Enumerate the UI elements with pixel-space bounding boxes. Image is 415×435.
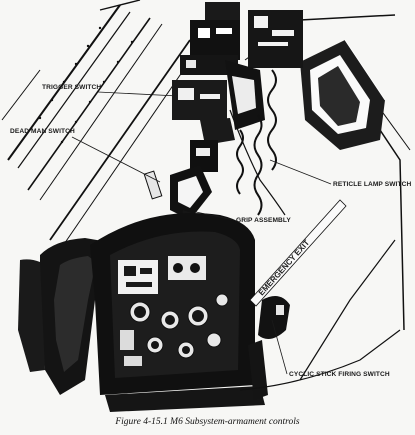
label-cyclic-stick-firing-switch: CYCLIC STICK FIRING SWITCH — [289, 371, 390, 378]
leader-dead-man-switch — [71, 136, 161, 183]
overhead-panel — [300, 39, 386, 150]
figure-caption: Figure 4-15.1 M6 Subsystem-armament cont… — [115, 417, 300, 427]
cyclic-stick — [248, 296, 290, 400]
leader-trigger-switch — [97, 91, 179, 97]
instrument-console — [90, 213, 265, 412]
label-reticle-lamp-switch: RETICLE LAMP SWITCH — [333, 181, 411, 188]
frame-rivets — [38, 26, 134, 144]
emergency-exit-strip: EMERGENCY EXIT — [249, 199, 347, 307]
emergency-exit-stencil: EMERGENCY EXIT — [257, 238, 312, 297]
leader-cyclic-stick-firing-switch — [271, 319, 288, 375]
label-trigger-switch: TRIGGER SWITCH — [42, 84, 101, 91]
label-grip-assembly: GRIP ASSEMBLY — [236, 217, 291, 224]
coiled-cables — [229, 69, 286, 216]
label-dead-man-switch: DEAD MAN SWITCH — [10, 128, 75, 135]
leader-reticle-lamp-switch — [269, 159, 332, 185]
callouts: TRIGGER SWITCH DEAD MAN SWITCH RETICLE L… — [10, 84, 411, 378]
canopy-frame — [1, 0, 201, 251]
floor-line — [239, 329, 401, 391]
sight-mount — [172, 2, 303, 172]
leader-grip-assembly — [195, 211, 235, 221]
